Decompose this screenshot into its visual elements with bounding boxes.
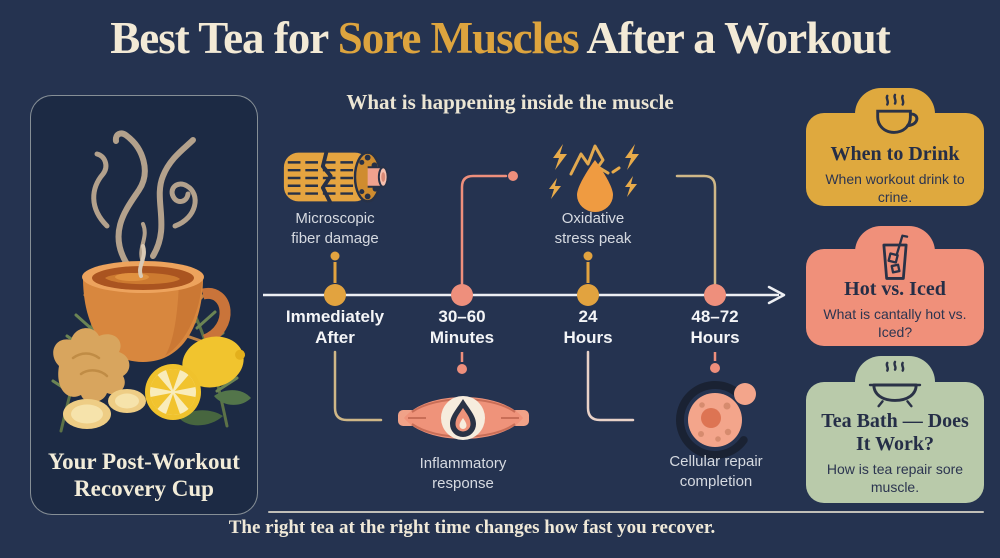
card-body: When to Drink When workout drink to crin… — [806, 113, 984, 206]
stage-label-fiber-damage: Microscopic fiber damage — [291, 210, 379, 248]
cell-repair-icon — [671, 376, 761, 465]
panel-caption-line1: Your Post-Workout — [48, 448, 240, 474]
connector-48-72-down — [710, 352, 720, 373]
card-title: Tea Bath — Does It Work? — [821, 410, 969, 455]
milestone-30-60-minutes: 30–60 Minutes — [429, 307, 495, 348]
milestone-24-hours: 24 Hours — [563, 307, 613, 348]
oxidative-stress-icon — [545, 138, 645, 217]
timeline-dot-immediately — [324, 284, 346, 306]
title-suffix: After a Workout — [578, 13, 890, 63]
milestone-48-72-hours: 48–72 Hours — [690, 307, 740, 348]
card-body: Tea Bath — Does It Work? How is tea repa… — [806, 382, 984, 503]
stage-label-inflammatory: Inflammatory response — [419, 455, 507, 493]
title-prefix: Best Tea for — [110, 13, 338, 63]
inflamed-muscle-icon — [396, 384, 531, 457]
teacup-steam-icon — [866, 92, 924, 147]
panel-caption-line2: Recovery Cup — [74, 475, 214, 501]
title-highlight: Sore Muscles — [337, 13, 580, 63]
steam-swirls — [91, 130, 198, 267]
connector-48-72-up — [675, 174, 717, 286]
page-title: Best Tea for Sore Muscles After a Workou… — [0, 12, 1000, 64]
milestone-immediately-after: Immediately After — [285, 307, 385, 348]
recovery-cup-panel: Your Post-Workout Recovery Cup — [30, 95, 258, 515]
card-title: Hot vs. Iced — [844, 278, 946, 300]
timeline-dot-48-72 — [704, 284, 726, 306]
timeline-dot-24h — [577, 284, 599, 306]
section-heading: What is happening inside the muscle — [346, 90, 674, 114]
lemons — [145, 336, 251, 426]
footer-tagline: The right tea at the right time changes … — [228, 517, 716, 538]
tea-cup — [82, 244, 231, 362]
connector-24h-down — [586, 350, 635, 422]
iced-drink-icon — [874, 232, 916, 289]
stage-label-oxidative: Oxidative stress peak — [554, 210, 632, 248]
timeline-dot-30-60 — [451, 284, 473, 306]
connector-immediately-down — [333, 350, 383, 422]
tea-cup-illustration — [51, 130, 251, 433]
arrowhead-icon — [767, 285, 786, 305]
connector-30-60-down — [457, 352, 467, 374]
card-subtitle: How is tea repair sore muscle. — [826, 461, 964, 496]
connector-oxidative — [583, 251, 593, 283]
stage-label-cellular-repair: Cellular repair completion — [669, 453, 763, 491]
card-subtitle: When workout drink to crine. — [825, 171, 965, 206]
footer-divider — [268, 511, 984, 513]
bathtub-steam-icon — [866, 360, 924, 415]
panel-caption: Your Post-Workout Recovery Cup — [31, 448, 257, 502]
connector-30-60-up — [460, 171, 518, 286]
card-title: When to Drink — [830, 143, 960, 165]
ginger-root — [53, 328, 146, 429]
muscle-fiber-damage-icon — [280, 140, 392, 219]
timeline-axis — [263, 285, 786, 305]
card-subtitle: What is cantally hot vs. Iced? — [823, 306, 967, 341]
connector-fiber-damage — [330, 251, 340, 283]
